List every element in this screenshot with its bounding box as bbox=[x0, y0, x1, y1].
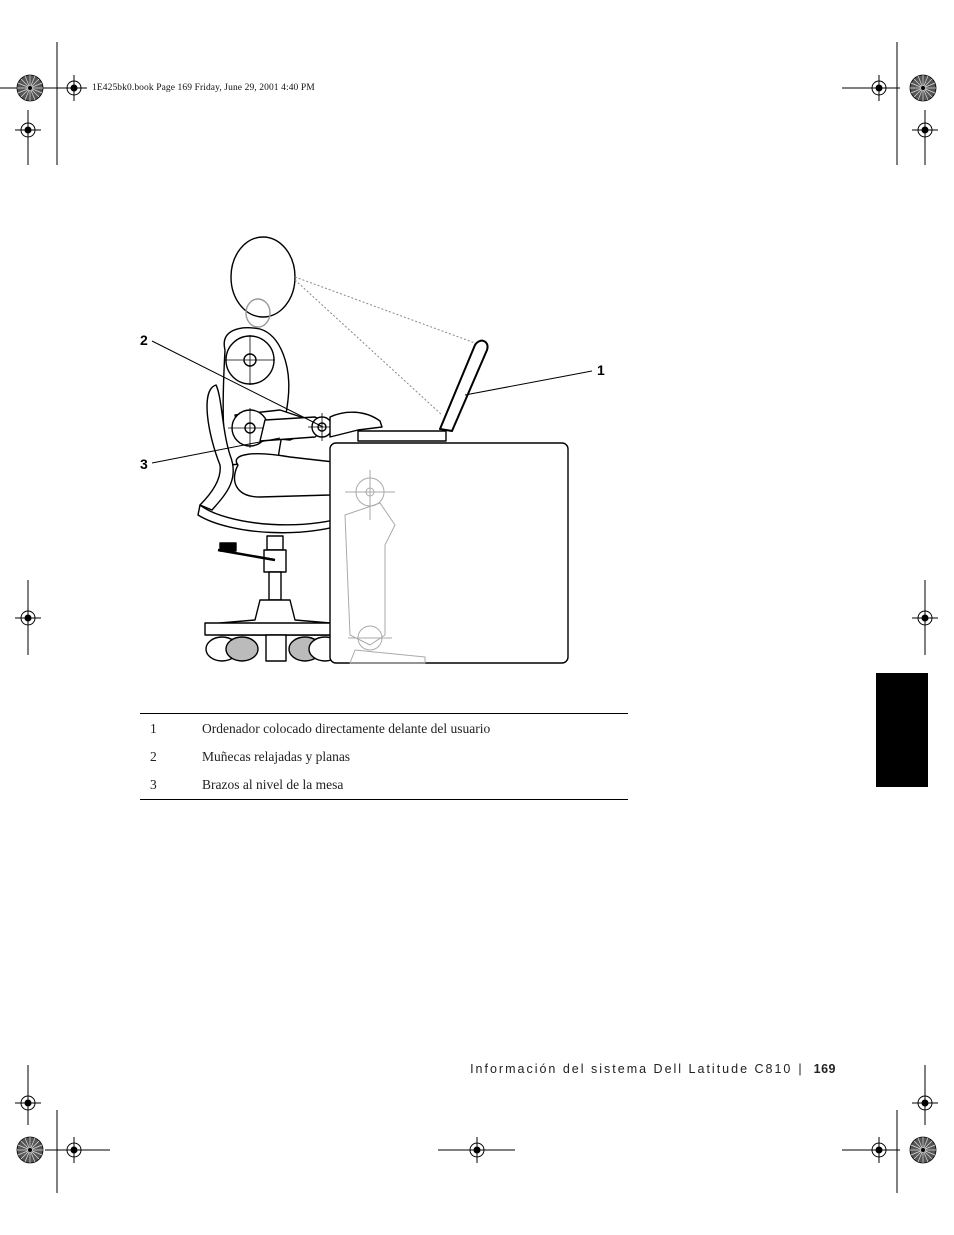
page-number: 169 bbox=[813, 1062, 836, 1076]
laptop-base bbox=[357, 430, 447, 442]
section-thumb-tab bbox=[876, 673, 928, 787]
chair-back bbox=[199, 384, 234, 511]
callout-label: 3 bbox=[140, 456, 148, 472]
laptop-screen bbox=[439, 339, 489, 432]
figure-head bbox=[230, 236, 296, 318]
table-row: 2 Muñecas relajadas y planas bbox=[140, 743, 628, 771]
callout-label: 1 bbox=[597, 362, 605, 378]
table-row: 3 Brazos al nivel de la mesa bbox=[140, 771, 628, 800]
legend-table: 1 Ordenador colocado directamente delant… bbox=[140, 713, 628, 800]
ergonomic-posture-illustration: 2 3 1 bbox=[140, 236, 605, 664]
legend-text: Ordenador colocado directamente delante … bbox=[202, 721, 491, 736]
footer-separator: | bbox=[798, 1062, 804, 1076]
legend-text: Muñecas relajadas y planas bbox=[202, 749, 351, 764]
footer-title: Información del sistema Dell Latitude C8… bbox=[470, 1062, 793, 1076]
legend-number: 1 bbox=[150, 721, 157, 736]
legend-text: Brazos al nivel de la mesa bbox=[202, 777, 344, 792]
desk bbox=[329, 442, 569, 664]
legend-number: 2 bbox=[150, 749, 157, 764]
page-footer: Información del sistema Dell Latitude C8… bbox=[470, 1062, 836, 1076]
callout-label: 2 bbox=[140, 332, 148, 348]
table-row: 1 Ordenador colocado directamente delant… bbox=[140, 714, 628, 744]
legend-number: 3 bbox=[150, 777, 157, 792]
print-slug-line: 1E425bk0.book Page 169 Friday, June 29, … bbox=[92, 83, 315, 93]
